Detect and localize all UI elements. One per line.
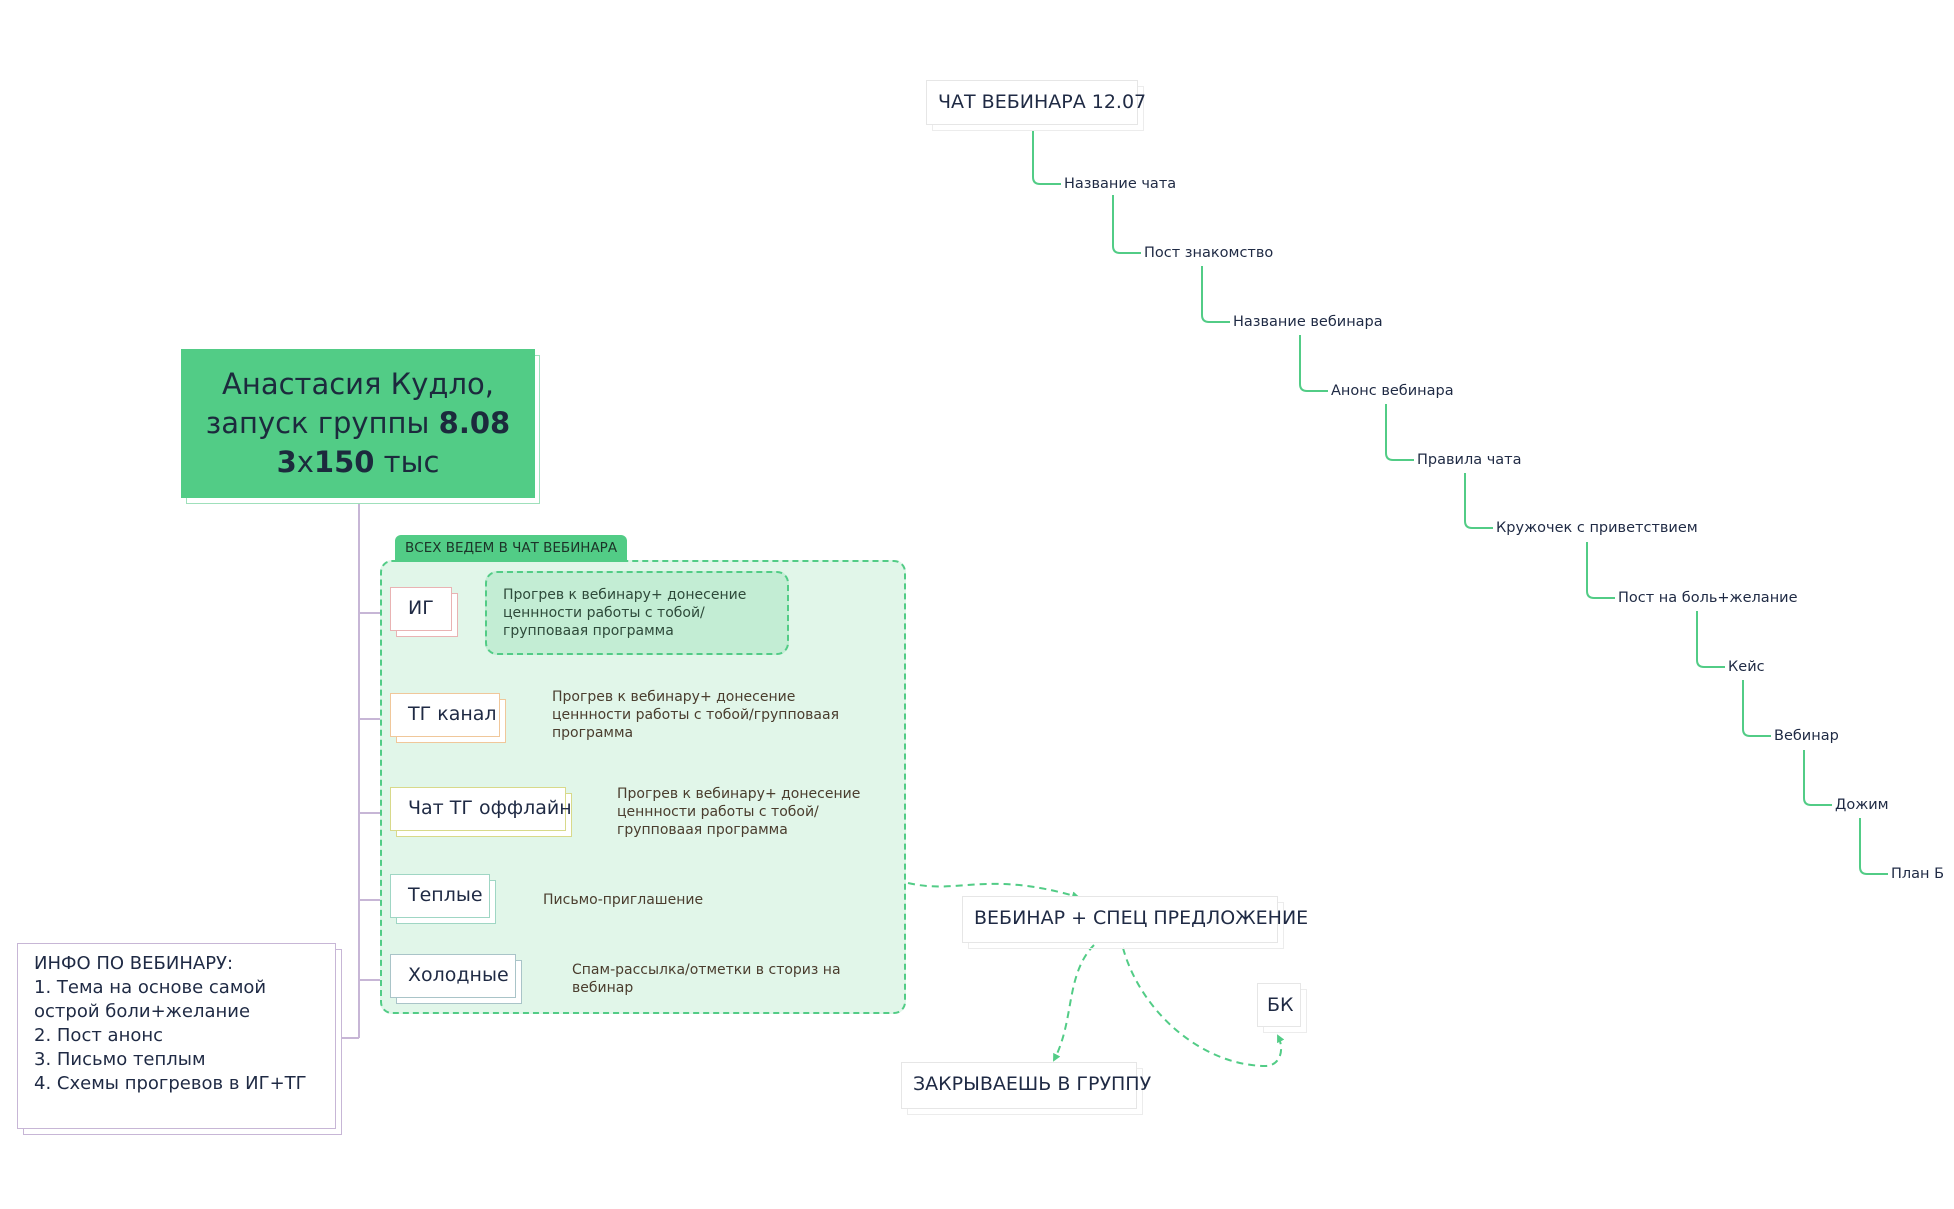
channel-chat-offline[interactable]: Чат ТГ оффлайн [390, 787, 572, 831]
chain-step[interactable]: Дожим [1835, 797, 1889, 813]
channel-tg[interactable]: ТГ канал [390, 693, 500, 737]
webinar-offer[interactable]: ВЕБИНАР + СПЕЦ ПРЕДЛОЖЕНИЕ [962, 896, 1308, 943]
channel-warm[interactable]: Теплые [390, 874, 490, 918]
chat-title[interactable]: ЧАТ ВЕБИНАРА 12.07 [926, 80, 1146, 125]
channel-cold[interactable]: Холодные [390, 954, 516, 998]
root-topic[interactable]: Анастасия Кудло, запуск группы 8.08 3х15… [181, 349, 535, 498]
tg-note: Прогрев к вебинару+ донесение ценнности … [552, 689, 840, 741]
cold-note: Спам-рассылка/отметки в сториз на вебина… [572, 962, 841, 996]
chain-step[interactable]: Кейс [1728, 659, 1765, 675]
ig-note[interactable]: Прогрев к вебинару+ донесение ценнности … [485, 571, 789, 655]
root-times: х [296, 445, 314, 479]
info-item: 3. Письмо теплым [34, 1049, 206, 1070]
info-title: ИНФО ПО ВЕБИНАРУ: [34, 953, 234, 974]
root-amount: 150 [313, 445, 375, 479]
zone-label: ВСЕХ ВЕДЕМ В ЧАТ ВЕБИНАРА [395, 535, 628, 562]
root-count: 3 [276, 445, 297, 479]
chain-step[interactable]: Кружочек с приветствием [1496, 520, 1698, 536]
chain-step[interactable]: Название вебинара [1233, 314, 1383, 330]
root-unit: тыс [374, 445, 440, 479]
close-into-group[interactable]: ЗАКРЫВАЕШЬ В ГРУППУ [901, 1062, 1151, 1109]
chain-step[interactable]: Пост знакомство [1144, 245, 1274, 261]
chain-step[interactable]: Анонс вебинара [1331, 383, 1454, 399]
channel-ig[interactable]: ИГ [390, 587, 452, 631]
chain-step[interactable]: Вебинар [1774, 728, 1839, 744]
zone-to-webinar-arrow [907, 882, 1080, 900]
chat-chain [1032, 131, 1888, 875]
chain-step[interactable]: План Б [1891, 866, 1945, 882]
warm-note: Письмо-приглашение [543, 892, 704, 908]
chain-step[interactable]: Правила чата [1417, 452, 1522, 468]
info-item: 4. Схемы прогревов в ИГ+ТГ [34, 1073, 307, 1094]
info-item: 2. Пост анонс [34, 1025, 164, 1046]
webinar-to-close-arrow [1053, 944, 1095, 1062]
chat-offline-note: Прогрев к вебинару+ донесение ценнности … [617, 786, 861, 838]
root-line-2: запуск группы [205, 406, 439, 440]
chain-step[interactable]: Пост на боль+желание [1618, 590, 1798, 606]
bk-node[interactable]: БК [1257, 983, 1301, 1027]
root-line-1: Анастасия Кудло, [222, 367, 494, 401]
webinar-info-box[interactable]: ИНФО ПО ВЕБИНАРУ: 1. Тема на основе само… [17, 943, 336, 1129]
chain-step[interactable]: Название чата [1064, 176, 1177, 192]
root-launch-date: 8.08 [438, 406, 511, 440]
info-item: 1. Тема на основе самой острой боли+жела… [34, 977, 267, 1022]
